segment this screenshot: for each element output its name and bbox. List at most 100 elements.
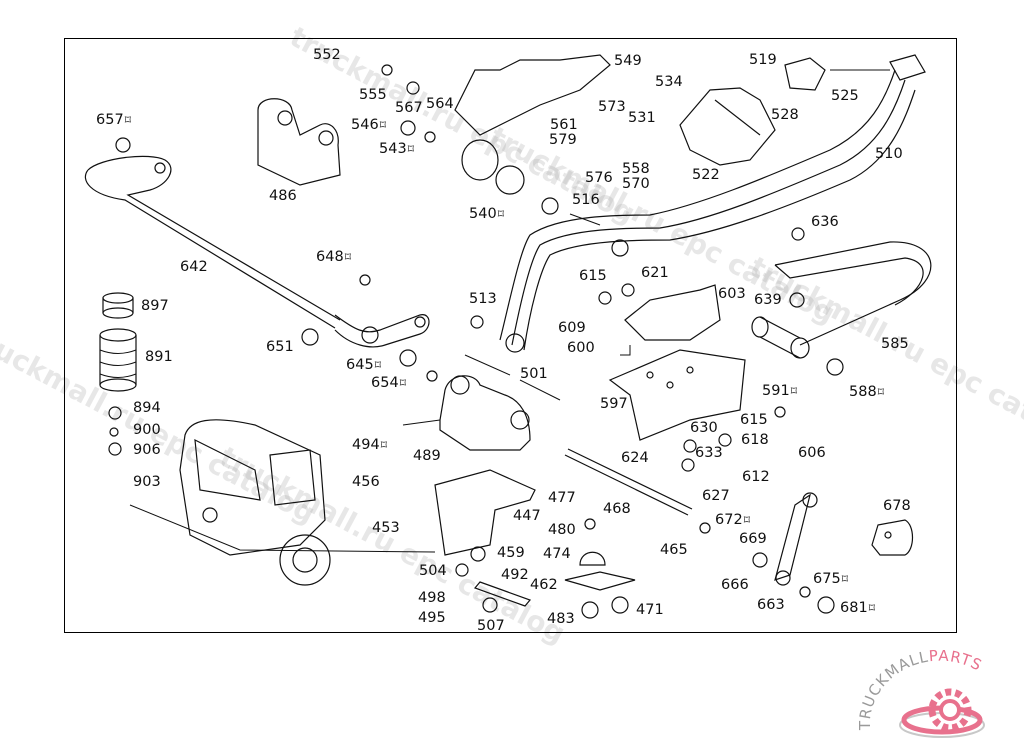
- part-label[interactable]: 528: [771, 108, 799, 123]
- label-text: 606: [798, 445, 826, 461]
- bracket-597[interactable]: [608, 349, 746, 441]
- part-label[interactable]: 462: [530, 578, 558, 593]
- part-label[interactable]: 603: [718, 287, 746, 302]
- part-label[interactable]: 651: [266, 340, 294, 355]
- mount-522[interactable]: [679, 57, 826, 166]
- bracket-549[interactable]: [454, 54, 611, 195]
- part-label[interactable]: 618: [741, 433, 769, 448]
- part-label[interactable]: 456: [352, 475, 380, 490]
- part-label[interactable]: 600: [567, 341, 595, 356]
- part-label[interactable]: 900: [133, 423, 161, 438]
- part-label[interactable]: 504: [419, 564, 447, 579]
- part-label[interactable]: 534: [655, 75, 683, 90]
- part-label[interactable]: 663: [757, 598, 785, 613]
- part-label[interactable]: 588⌑: [849, 385, 884, 400]
- part-label[interactable]: 903: [133, 475, 161, 490]
- marker-icon: ⌑: [743, 513, 750, 527]
- part-label[interactable]: 564: [426, 97, 454, 112]
- part-label[interactable]: 494⌑: [352, 438, 387, 453]
- part-label[interactable]: 672⌑: [715, 513, 750, 528]
- part-label[interactable]: 609: [558, 321, 586, 336]
- part-label[interactable]: 621: [641, 266, 669, 281]
- part-label[interactable]: 507: [477, 619, 505, 634]
- part-label[interactable]: 492: [501, 568, 529, 583]
- part-label[interactable]: 459: [497, 546, 525, 561]
- part-label[interactable]: 486: [269, 189, 297, 204]
- part-label[interactable]: 576: [585, 171, 613, 186]
- part-label[interactable]: 483: [547, 612, 575, 627]
- part-label[interactable]: 480: [548, 523, 576, 538]
- part-label[interactable]: 615: [579, 269, 607, 284]
- part-label[interactable]: 573: [598, 100, 626, 115]
- part-label[interactable]: 489: [413, 449, 441, 464]
- part-label[interactable]: 558: [622, 162, 650, 177]
- part-label[interactable]: 630: [690, 421, 718, 436]
- part-label[interactable]: 471: [636, 603, 664, 618]
- part-label[interactable]: 624: [621, 451, 649, 466]
- part-label[interactable]: 633: [695, 446, 723, 461]
- part-label[interactable]: 891: [145, 350, 173, 365]
- part-label[interactable]: 546⌑: [351, 118, 386, 133]
- part-label[interactable]: 591⌑: [762, 384, 797, 399]
- part-label[interactable]: 597: [600, 397, 628, 412]
- part-label[interactable]: 453: [372, 521, 400, 536]
- part-label[interactable]: 474: [543, 547, 571, 562]
- part-label[interactable]: 552: [313, 48, 341, 63]
- part-label[interactable]: 519: [749, 53, 777, 68]
- part-label[interactable]: 498: [418, 591, 446, 606]
- part-label[interactable]: 567: [395, 101, 423, 116]
- part-label[interactable]: 642: [180, 260, 208, 275]
- part-label[interactable]: 906: [133, 443, 161, 458]
- part-label[interactable]: 648⌑: [316, 250, 351, 265]
- part-label[interactable]: 495: [418, 611, 446, 626]
- part-label[interactable]: 585: [881, 337, 909, 352]
- part-label[interactable]: 516: [572, 193, 600, 208]
- part-label[interactable]: 501: [520, 367, 548, 382]
- stabilizer-bar[interactable]: [84, 155, 430, 348]
- part-label[interactable]: 561: [550, 118, 578, 133]
- bracket-486[interactable]: [257, 98, 341, 186]
- bracket-447[interactable]: [434, 469, 536, 556]
- part-label[interactable]: 525: [831, 89, 859, 104]
- bump-stop-891[interactable]: [99, 292, 137, 392]
- label-text: 492: [501, 567, 529, 583]
- part-label[interactable]: 654⌑: [371, 376, 406, 391]
- part-label[interactable]: 543⌑: [379, 142, 414, 157]
- bracket-603[interactable]: [624, 284, 721, 341]
- shock-absorber[interactable]: [774, 492, 818, 586]
- part-label[interactable]: 468: [603, 502, 631, 517]
- rod-627[interactable]: [564, 448, 693, 516]
- truckmallparts-logo[interactable]: TRUCKMALLPARTS: [850, 650, 1024, 750]
- part-label[interactable]: 627: [702, 489, 730, 504]
- part-label[interactable]: 657⌑: [96, 113, 131, 128]
- part-label[interactable]: 606: [798, 446, 826, 461]
- part-label[interactable]: 555: [359, 88, 387, 103]
- part-label[interactable]: 615: [740, 413, 768, 428]
- leaf-spring[interactable]: [499, 54, 926, 353]
- part-label[interactable]: 669: [739, 532, 767, 547]
- part-label[interactable]: 579: [549, 133, 577, 148]
- part-label[interactable]: 666: [721, 578, 749, 593]
- part-label[interactable]: 447: [513, 509, 541, 524]
- part-label[interactable]: 522: [692, 168, 720, 183]
- part-label[interactable]: 678: [883, 499, 911, 514]
- part-label[interactable]: 636: [811, 215, 839, 230]
- part-label[interactable]: 510: [875, 147, 903, 162]
- part-label[interactable]: 513: [469, 292, 497, 307]
- part-label[interactable]: 894: [133, 401, 161, 416]
- part-label[interactable]: 540⌑: [469, 207, 504, 222]
- clip-678[interactable]: [871, 519, 914, 556]
- part-label[interactable]: 681⌑: [840, 601, 875, 616]
- bracket-489[interactable]: [439, 375, 531, 451]
- part-label[interactable]: 639: [754, 293, 782, 308]
- part-label[interactable]: 477: [548, 491, 576, 506]
- part-label[interactable]: 570: [622, 177, 650, 192]
- spring-leaf-585[interactable]: [751, 241, 932, 376]
- part-label[interactable]: 675⌑: [813, 572, 848, 587]
- part-label[interactable]: 531: [628, 111, 656, 126]
- part-label[interactable]: 549: [614, 54, 642, 69]
- part-label[interactable]: 645⌑: [346, 358, 381, 373]
- part-label[interactable]: 465: [660, 543, 688, 558]
- part-label[interactable]: 612: [742, 470, 770, 485]
- part-label[interactable]: 897: [141, 299, 169, 314]
